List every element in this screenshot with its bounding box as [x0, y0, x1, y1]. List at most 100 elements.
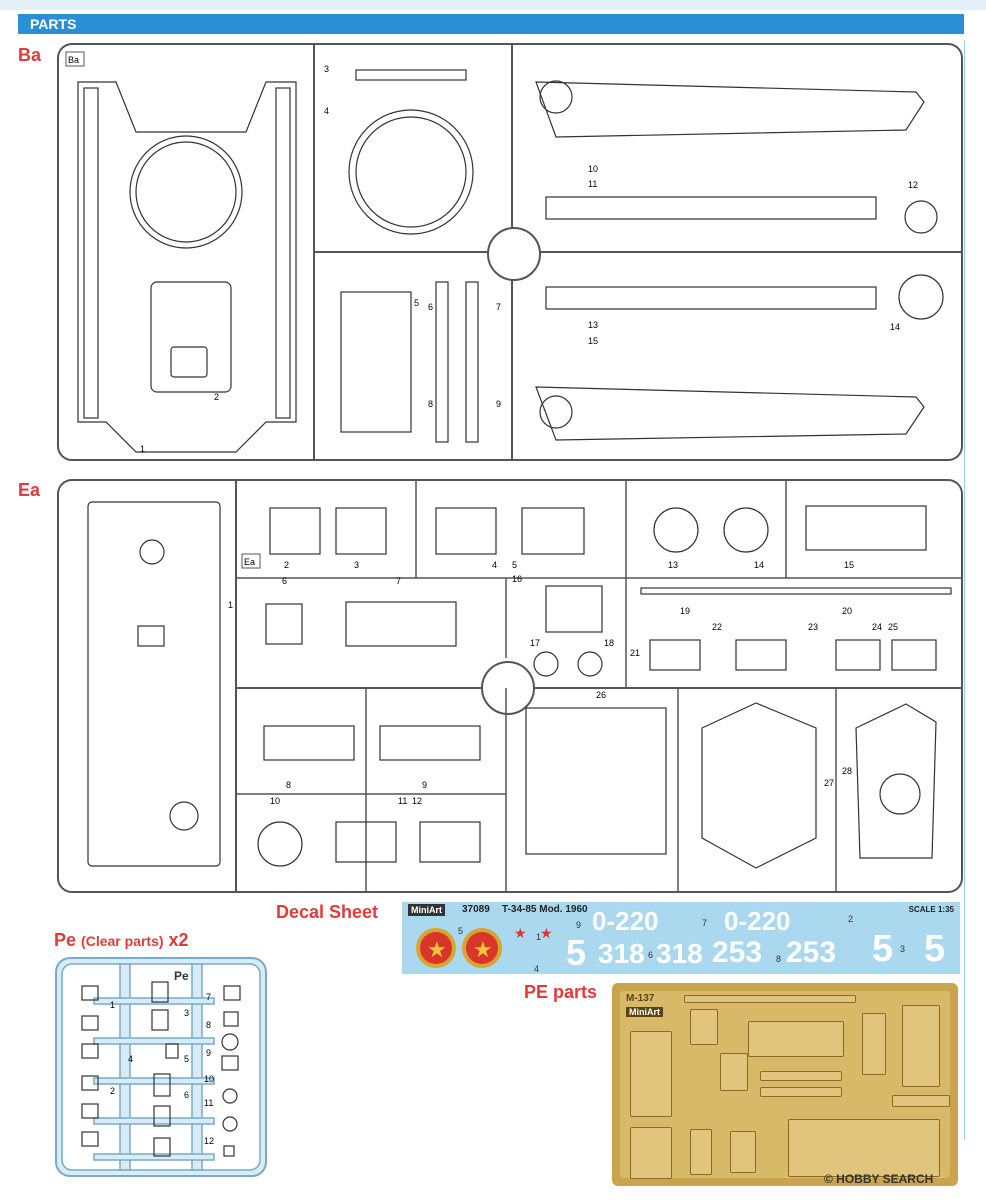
ea-num: 12	[412, 796, 422, 806]
decal-num: 3	[900, 944, 906, 954]
pe-clear-multiplier: x2	[168, 930, 189, 950]
pe-part	[760, 1071, 842, 1081]
pe-part	[730, 1131, 756, 1173]
pe-brand: MiniArt	[626, 1007, 663, 1017]
ea-num: 20	[842, 606, 852, 616]
decal-marking: 318	[598, 938, 645, 969]
decal-sheet: MiniArt 37089 T-34-85 Mod. 1960 SCALE 1:…	[402, 902, 960, 974]
ba-num: 6	[428, 302, 433, 312]
ea-num: 24	[872, 622, 882, 632]
ea-num: 4	[492, 560, 497, 570]
decal-marking: 253	[712, 936, 763, 969]
pe-part	[892, 1095, 950, 1107]
decal-scale: SCALE 1:35	[908, 905, 954, 914]
top-strip	[0, 0, 986, 10]
section-label-decal: Decal Sheet	[276, 902, 379, 922]
pe-part	[630, 1127, 672, 1179]
section-label-pe-parts: PE parts	[524, 982, 598, 1002]
pe-num: 12	[204, 1136, 214, 1146]
pe-part	[748, 1021, 844, 1057]
ba-num: 1	[140, 444, 145, 454]
decal-num: 2	[848, 914, 854, 924]
ea-num: 3	[354, 560, 359, 570]
decal-num: 8	[776, 954, 782, 964]
pe-part	[862, 1013, 886, 1075]
ea-num: 13	[668, 560, 678, 570]
ea-num: 7	[396, 576, 401, 586]
ba-num: 9	[496, 399, 501, 409]
ba-num: 3	[324, 64, 329, 74]
right-rule	[964, 40, 965, 1140]
pe-num: 4	[128, 1054, 133, 1064]
ea-num: 16	[512, 574, 522, 584]
ba-part-numbers: 1 2 3 4 5 6 7 8 9 10 11 12 13 14 15	[140, 64, 918, 454]
sprue-pe-clear: Pe 1 2 3 4 5 6 7 8 9 10 11 12	[54, 956, 268, 1178]
ba-num: 4	[324, 106, 329, 116]
ba-num: 14	[890, 322, 900, 332]
ea-num: 9	[422, 780, 427, 790]
ba-num: 7	[496, 302, 501, 312]
page-title: PARTS	[30, 16, 77, 32]
ba-num: 11	[588, 179, 597, 189]
svg-text:★: ★	[473, 938, 493, 963]
small-star-icon: ★	[514, 926, 527, 942]
decal-num: 5	[458, 926, 464, 936]
star-roundel-icon: ★	[462, 928, 502, 968]
sprue-ea: Ea 1 2 3 4 5 6 7 8 9 10 11 12 13 14 15 1…	[56, 478, 966, 896]
pe-part	[630, 1031, 672, 1117]
parts-banner: PARTS	[18, 14, 964, 34]
ea-num: 14	[754, 560, 764, 570]
section-label-ea: Ea	[18, 480, 41, 500]
sprue-ba: Ba 1 2 3 4 5 6 7 8 9 10 11 12 13 14 15	[56, 42, 966, 464]
section-label-ba: Ba	[18, 45, 42, 65]
ea-num: 6	[282, 576, 287, 586]
ba-num: 10	[588, 164, 598, 174]
decal-marking: 5	[566, 932, 587, 973]
decal-num: 4	[534, 964, 540, 974]
decal-marking: 318	[656, 938, 703, 969]
ea-num: 19	[680, 606, 690, 616]
ba-num: 15	[588, 336, 598, 346]
pe-num: 10	[204, 1074, 214, 1084]
star-roundel-icon: ★	[416, 928, 456, 968]
decal-model: T-34-85 Mod. 1960	[502, 904, 588, 915]
pe-num: 1	[110, 1000, 115, 1010]
ea-num: 5	[512, 560, 517, 570]
pe-num: 3	[184, 1008, 189, 1018]
decal-num: 7	[702, 918, 708, 928]
section-label-pe-clear: Pe (Clear parts) x2	[54, 930, 189, 951]
pe-fret: M-137 MiniArt	[612, 983, 958, 1186]
decal-marking: 0-220	[592, 906, 659, 936]
pe-num: 2	[110, 1086, 115, 1096]
ea-num: 28	[842, 766, 852, 776]
ea-num: 2	[284, 560, 289, 570]
decal-num: 1	[536, 932, 542, 942]
pe-clear-note: (Clear parts)	[81, 933, 164, 949]
sprue-ea-tag: Ea	[244, 557, 255, 567]
pe-part	[690, 1129, 712, 1175]
ba-num: 8	[428, 399, 433, 409]
ea-num: 22	[712, 622, 722, 632]
ea-num: 10	[270, 796, 280, 806]
pe-clear-name: Pe	[54, 930, 77, 950]
decal-num: 9	[576, 920, 582, 930]
decal-marking: 0-220	[724, 906, 791, 936]
pe-clear-part-numbers: 1 2 3 4 5 6 7 8 9 10 11 12	[110, 992, 214, 1146]
ea-num: 26	[596, 690, 606, 700]
small-star-icon: ★	[540, 926, 553, 942]
pe-part	[720, 1053, 748, 1091]
decal-marking: 5	[872, 928, 894, 970]
ba-num: 13	[588, 320, 598, 330]
pe-part	[684, 995, 856, 1003]
pe-part	[760, 1087, 842, 1097]
ea-num: 17	[530, 638, 540, 648]
ba-num: 5	[414, 298, 419, 308]
ea-num: 11	[398, 796, 407, 806]
decal-marking: 5	[924, 928, 946, 970]
decal-num: 6	[648, 950, 654, 960]
ea-part-numbers: 1 2 3 4 5 6 7 8 9 10 11 12 13 14 15 16 1…	[228, 560, 898, 806]
ea-num: 27	[824, 778, 834, 788]
decal-code: 37089	[462, 904, 490, 915]
decal-marking: 253	[786, 936, 837, 969]
pe-num: 7	[206, 992, 211, 1002]
